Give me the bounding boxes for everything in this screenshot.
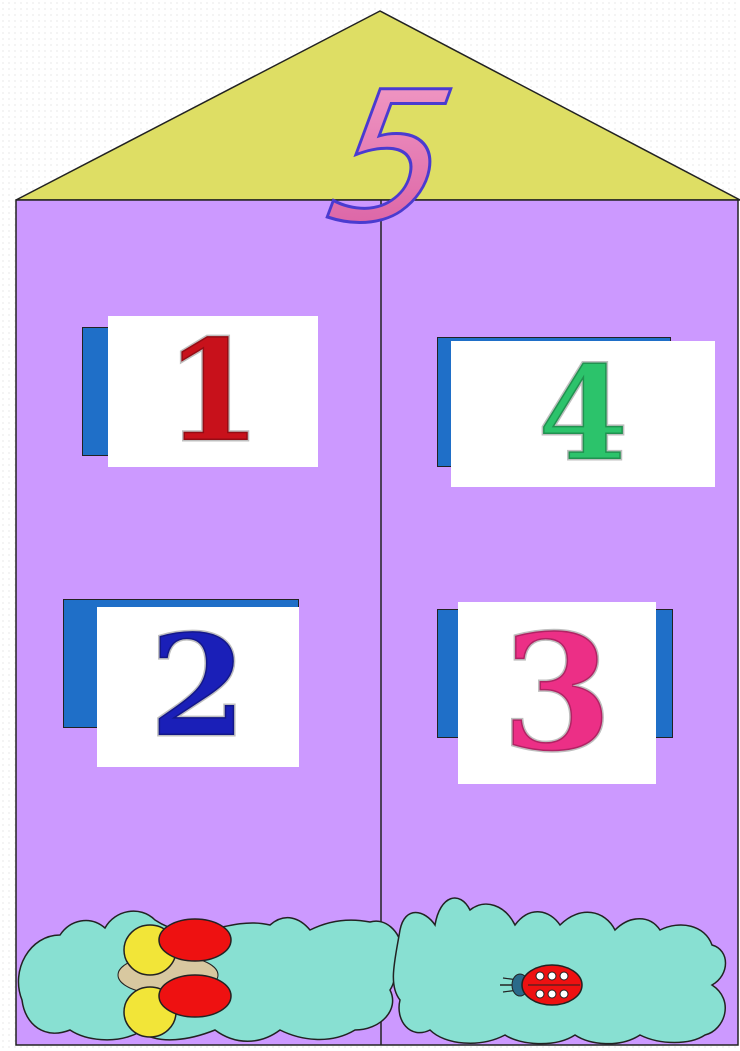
garden-decoration: [0, 0, 740, 1051]
number-house: 5 1 4 2 3: [0, 0, 740, 1051]
